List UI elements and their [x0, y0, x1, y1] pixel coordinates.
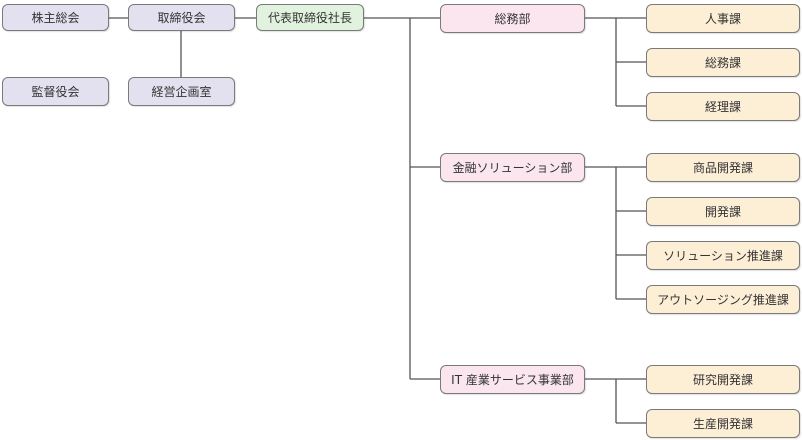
section-general-affairs-node: 総務課 — [646, 48, 800, 77]
president-node: 代表取締役社長 — [256, 4, 364, 31]
corporate-planning-office-node: 経営企画室 — [128, 77, 235, 106]
section-accounting-node: 経理課 — [646, 92, 800, 121]
section-product-development-node: 商品開発課 — [646, 153, 800, 182]
audit-board-node: 監督役会 — [2, 77, 109, 106]
section-hr-node: 人事課 — [646, 4, 800, 33]
department-it-industry-services-node: IT 産業サービス事業部 — [440, 365, 585, 394]
section-research-development-node: 研究開発課 — [646, 365, 800, 394]
section-outsourcing-promotion-node: アウトソージング推進課 — [646, 285, 800, 314]
section-development-node: 開発課 — [646, 197, 800, 226]
department-finance-solutions-node: 金融ソリューション部 — [440, 153, 585, 182]
department-general-affairs-node: 総務部 — [440, 4, 585, 33]
section-production-development-node: 生産開発課 — [646, 409, 800, 438]
section-solution-promotion-node: ソリューション推進課 — [646, 241, 800, 270]
shareholders-meeting-node: 株主総会 — [2, 4, 109, 31]
board-of-directors-node: 取締役会 — [128, 4, 235, 31]
